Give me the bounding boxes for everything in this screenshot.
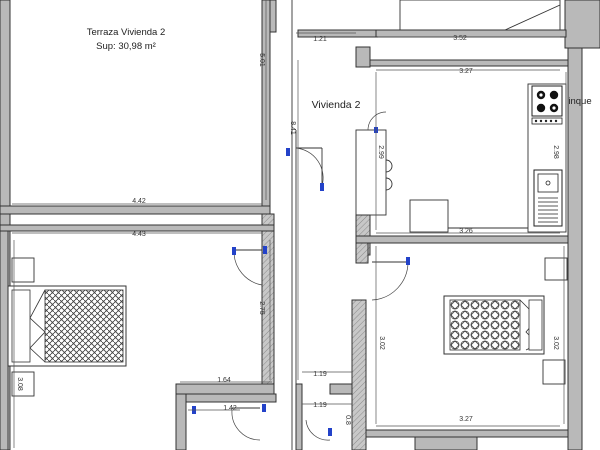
door-marker <box>328 428 332 436</box>
dim-label: 3.27 <box>459 416 473 423</box>
nightstand-right-top <box>544 257 568 281</box>
wall-bathroom-top <box>175 383 275 395</box>
terrace-title: Terraza Vivienda 2 <box>87 27 166 38</box>
dim-label: 2.75 <box>258 301 265 315</box>
wall-bathroom-left <box>175 393 187 450</box>
dim-label: 2.98 <box>552 145 559 159</box>
room-labels: Terraza Vivienda 2 Sup: 30,98 m² Viviend… <box>87 27 592 111</box>
wall-bathroom-inner-top <box>185 393 277 403</box>
door-marker <box>320 183 324 191</box>
wall-top-corridor-right <box>375 29 567 38</box>
wall-terrace-bottom <box>0 205 271 215</box>
dim-label: 1.42 <box>223 405 237 412</box>
dim-label: 0.8 <box>344 415 351 425</box>
wall-corridor-divider <box>295 383 303 450</box>
cooktop <box>531 85 563 125</box>
dim-label: 1.19 <box>313 402 327 409</box>
dim-label: 3.08 <box>16 377 23 391</box>
nightstand-left-top <box>11 257 35 283</box>
wall-top-corridor <box>297 29 379 38</box>
wall-right-outer <box>567 47 583 450</box>
door-marker <box>263 246 267 254</box>
door-marker <box>286 148 290 156</box>
bed-left <box>7 285 127 367</box>
dim-label: 8.41 <box>289 121 296 135</box>
wall-bedroom-right-upper <box>355 242 369 264</box>
nightstand-right <box>542 359 566 385</box>
dim-label: 3.27 <box>459 68 473 75</box>
dim-label: 4.42 <box>132 198 146 205</box>
apartment-label: Vivienda 2 <box>312 99 361 111</box>
wall-kitchen-top <box>369 59 569 67</box>
bed-right <box>443 295 545 355</box>
dim-label: 5.01 <box>258 53 265 67</box>
wall-kitchen-bottom <box>355 235 569 244</box>
dim-label: 1.64 <box>217 377 231 384</box>
kitchen-fridge <box>409 199 449 233</box>
kitchen-island <box>355 129 387 216</box>
dimension-lines <box>12 0 567 448</box>
wall-bedroom-right-left <box>351 299 367 450</box>
interior-lines <box>7 0 568 450</box>
dim-label: 1.21 <box>313 36 327 43</box>
dimension-labels: 1.21 3.52 5.01 3.27 8.41 2.99 2.98 4.42 … <box>16 35 559 425</box>
door-marker <box>406 257 410 265</box>
kitchen-label-partial: inque <box>568 96 591 107</box>
wall-corridor-left <box>261 213 275 385</box>
dim-label: 4.43 <box>132 231 146 238</box>
wall-bottom-block <box>414 436 478 450</box>
dim-label: 3.26 <box>459 228 473 235</box>
dim-label: 3.02 <box>378 336 385 350</box>
wall-kitchen-top-left <box>355 46 371 68</box>
wall-bedroom-left-top <box>0 224 275 232</box>
door-marker <box>232 247 236 255</box>
top-right-cabinet <box>399 0 561 31</box>
dim-label: 2.99 <box>377 145 384 159</box>
wall-right-top <box>564 0 600 49</box>
dim-label: 3.52 <box>453 35 467 42</box>
terrace-area: Sup: 30,98 m² <box>96 41 156 52</box>
door-marker <box>262 404 266 412</box>
wall-bedroom-right-bottom <box>365 429 569 438</box>
kitchen-sink <box>533 169 563 227</box>
dim-label: 1.19 <box>313 371 327 378</box>
dim-label: 3.02 <box>552 336 559 350</box>
wall-corridor-top-left <box>269 0 277 33</box>
nightstand-left-bottom <box>11 371 35 397</box>
wall-corridor-right-lower <box>329 383 353 395</box>
